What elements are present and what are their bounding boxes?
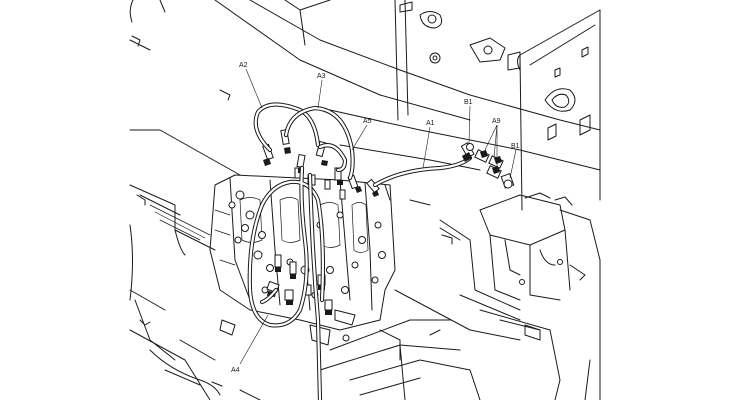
a9-b1-fittings (460, 142, 515, 189)
label-a9: A9 (492, 118, 501, 125)
label-a4: A4 (231, 367, 240, 374)
label-a1: A1 (426, 120, 435, 127)
control-valve-block (209, 174, 396, 346)
label-b1-top: B1 (464, 99, 473, 106)
hydraulic-hoses (247, 102, 473, 400)
label-a3: A3 (317, 73, 326, 80)
callout-leaders (239, 68, 517, 365)
label-a2: A2 (239, 62, 248, 69)
label-b1-right: B1 (511, 143, 520, 150)
frame-structure (129, 0, 601, 400)
label-a5: A5 (363, 118, 372, 125)
